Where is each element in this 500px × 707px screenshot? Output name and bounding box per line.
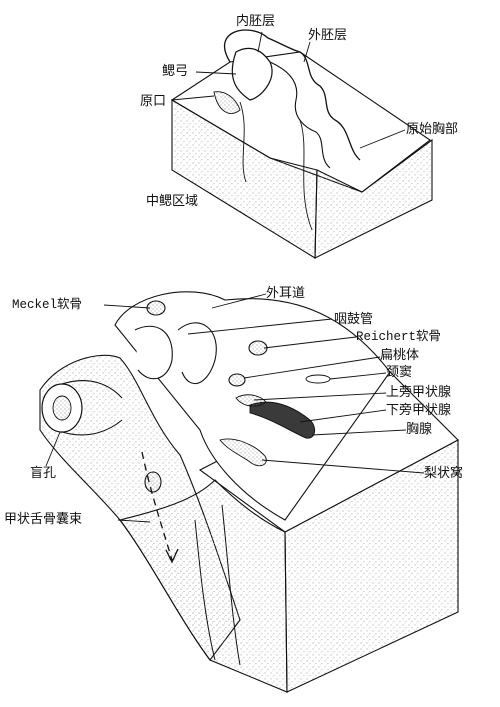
bottom-thyroglossal-path [141, 451, 173, 561]
label-central-branchial-region: 中鳃区域 [146, 194, 199, 209]
bottom-block [39, 291, 459, 693]
bottom-parathyroid [235, 394, 267, 407]
bottom-tube-body [61, 380, 123, 436]
bottom-cervical-sinus [305, 374, 331, 384]
label-pharyngotympanic-tube: 咽鼓管 [334, 312, 374, 327]
bottom-thyroglossal-arrow [165, 548, 179, 564]
bottom-arch-1 [134, 325, 173, 380]
bottom-tube-inner [52, 395, 72, 421]
top-arch-ridge [223, 29, 361, 161]
label-branchial-arch: 鳃弓 [162, 64, 189, 79]
label-foramen-cecum: 盲孔 [30, 466, 57, 481]
bottom-lower-hole [144, 471, 162, 493]
label-reichert-cartilage: Reichert软骨 [356, 330, 442, 344]
label-thyroglossal-duct: 甲状舌骨囊束 [4, 512, 83, 527]
top-block [170, 29, 433, 259]
bottom-tonsil-hole [228, 373, 246, 387]
label-stomodeum: 原口 [140, 94, 167, 109]
label-tonsil: 扁桃体 [380, 348, 420, 363]
label-primitive-chest: 原始胸部 [406, 122, 459, 137]
top-stomodeum-pit [213, 91, 241, 114]
bottom-arch-2 [177, 322, 217, 385]
bottom-thymus-strand [249, 401, 316, 439]
top-endoderm-fold [231, 47, 273, 101]
label-cervical-sinus: 颈窦 [386, 365, 413, 380]
label-endoderm: 内胚层 [236, 14, 276, 29]
label-external-auditory-canal: 外耳道 [266, 286, 306, 301]
top-groove-2 [299, 119, 313, 231]
bottom-piriform [219, 438, 267, 467]
leader-lines [45, 31, 425, 523]
label-inferior-parathyroid: 下旁甲状腺 [386, 403, 452, 418]
bottom-pharynx [194, 504, 241, 666]
label-superior-parathyroid: 上旁甲状腺 [386, 385, 452, 400]
label-ectoderm: 外胚层 [308, 28, 348, 43]
top-block-side-face [314, 138, 433, 259]
bottom-front-lower [119, 479, 288, 693]
label-piriform-recess: 梨状窝 [424, 466, 464, 481]
top-groove [239, 101, 247, 183]
label-meckel-cartilage: Meckel软骨 [12, 298, 83, 312]
label-thymus: 胸腺 [406, 422, 433, 437]
